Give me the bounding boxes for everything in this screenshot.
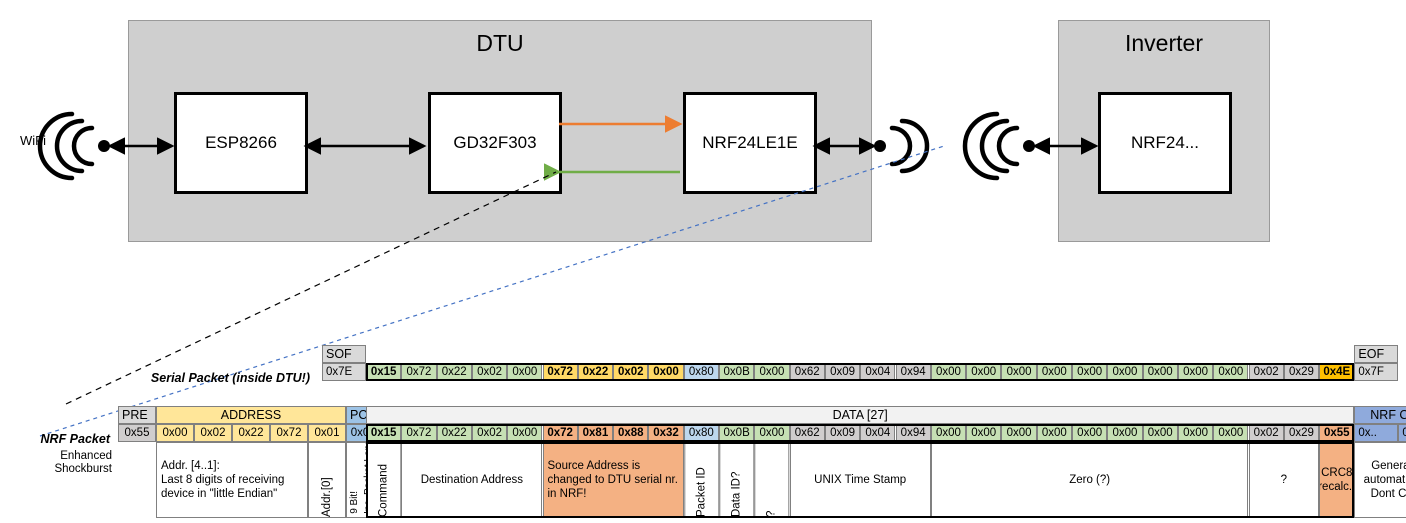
- nrf-address-byte-0: 0x00: [156, 424, 194, 442]
- nrf-address-byte-4: 0x01: [308, 424, 346, 442]
- nrf-byte-11: 0x00: [754, 424, 790, 442]
- chip-gd32f303: GD32F303: [428, 92, 562, 194]
- nrf-byte-6: 0x81: [577, 424, 614, 442]
- dtu-radio-antenna-icon: [889, 118, 930, 174]
- inverter-title: Inverter: [1125, 30, 1203, 56]
- chip-nrf24-inverter: NRF24...: [1098, 92, 1232, 194]
- wifi-antenna-dot: [98, 140, 110, 152]
- serial-byte-4: 0x00: [507, 363, 543, 381]
- nrf-group-pre: PRE: [118, 406, 156, 424]
- nrf-address-byte-1: 0x02: [194, 424, 232, 442]
- serial-byte-12: 0x62: [789, 363, 825, 381]
- wifi-antenna-icon: [37, 111, 95, 181]
- nrf-packet-label: NRF Packet: [40, 432, 110, 446]
- desc-destination: Destination Address: [401, 442, 543, 518]
- nrf-crc-byte-1: 0x..: [1398, 424, 1406, 442]
- chip-esp8266-label: ESP8266: [205, 133, 277, 152]
- desc-unknown-2: ?: [1248, 442, 1320, 518]
- nrf-byte-5: 0x72: [542, 424, 578, 442]
- inverter-radio-dot: [1023, 140, 1035, 152]
- nrf-byte-1: 0x72: [401, 424, 437, 442]
- desc-addr0: Addr.[0]: [308, 442, 346, 518]
- nrf-byte-19: 0x00: [1036, 424, 1072, 442]
- serial-eof-value: 0x7F: [1354, 363, 1399, 381]
- serial-byte-9: 0x80: [683, 363, 719, 381]
- serial-eof-header: EOF: [1354, 345, 1399, 363]
- desc-zero: Zero (?): [930, 442, 1249, 518]
- desc-pcf-line1: 9 Bit!: [349, 491, 360, 514]
- nrf-address-byte-2: 0x22: [232, 424, 270, 442]
- chip-nrf24le1e: NRF24LE1E: [683, 92, 817, 194]
- wifi-label: WiFi: [20, 133, 46, 148]
- serial-data-outline: [366, 363, 1355, 381]
- nrf-address-byte-3: 0x72: [270, 424, 308, 442]
- nrf-byte-10: 0x0B: [719, 424, 755, 442]
- nrf-packet-sublabel: Enhanced Shockburst: [54, 450, 112, 475]
- nrf-byte-23: 0x00: [1177, 424, 1214, 442]
- nrf-group-address: ADDRESS: [156, 406, 346, 424]
- inverter-antenna-icon: [962, 111, 1020, 181]
- chip-nrf24le1e-label: NRF24LE1E: [702, 133, 798, 152]
- desc-address-main: Addr. [4..1]:Last 8 digits of receiving …: [156, 442, 308, 518]
- nrf-byte-18: 0x00: [1001, 424, 1037, 442]
- desc-crc8: CRC8 recalc.!: [1319, 442, 1355, 518]
- nrf-group-crc: NRF CRC: [1354, 406, 1406, 424]
- chip-esp8266: ESP8266: [174, 92, 308, 194]
- desc-crc-note: Generated automatically.Dont Care!: [1354, 442, 1406, 518]
- dtu-radio-dot: [874, 140, 886, 152]
- serial-packet-label: Serial Packet (inside DTU!): [150, 371, 310, 385]
- serial-byte-10: 0x0B: [719, 363, 755, 381]
- nrf-group-data: DATA [27]: [366, 406, 1355, 424]
- nrf-crc-byte-0: 0x..: [1354, 424, 1399, 442]
- serial-sof-value: 0x7E: [322, 363, 366, 381]
- dtu-title: DTU: [476, 30, 524, 56]
- nrf-byte-21: 0x00: [1107, 424, 1143, 442]
- chip-gd32f303-label: GD32F303: [453, 133, 537, 152]
- nrf-data-outline: [366, 424, 1355, 442]
- serial-byte-2: 0x22: [436, 363, 472, 381]
- serial-sof-header: SOF: [322, 345, 366, 363]
- nrf-pre-value: 0x55: [118, 424, 156, 442]
- nrf-desc-outline: [366, 442, 1355, 518]
- serial-byte-27: 0x4E: [1319, 363, 1355, 381]
- serial-byte-26: 0x29: [1283, 363, 1320, 381]
- chip-nrf24-inverter-label: NRF24...: [1130, 133, 1200, 152]
